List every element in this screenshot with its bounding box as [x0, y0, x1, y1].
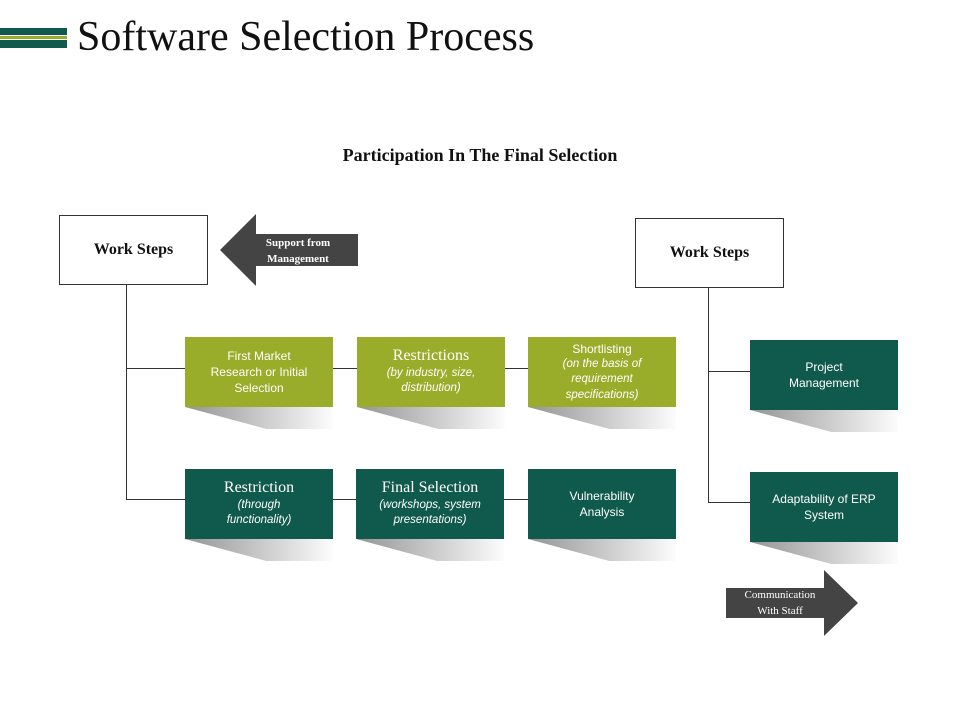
work-steps-left-label: Work Steps: [93, 241, 174, 258]
card-restrictions: Restrictions (by industry, size, distrib…: [357, 337, 505, 407]
row2-link-1: [333, 499, 356, 500]
right-trunk-line: [708, 287, 709, 503]
card-first-market-research: First Market Research or Initial Selecti…: [185, 337, 333, 407]
accent-bar-olive: [0, 36, 67, 39]
support-arrow-label: Support from Management: [265, 237, 331, 265]
row1-link-1: [333, 368, 357, 369]
card-shadow: [750, 542, 898, 564]
communication-arrow-label: Communication With Staff: [744, 589, 816, 617]
card-adaptability-erp: Adaptability of ERP System: [750, 472, 898, 542]
diagram-subtitle: Participation In The Final Selection: [342, 145, 618, 165]
card-shadow: [185, 539, 333, 561]
work-steps-left-box: Work Steps: [59, 215, 208, 285]
work-steps-right-box: Work Steps: [635, 218, 784, 288]
left-trunk-line: [126, 284, 127, 500]
card-shadow: [528, 407, 676, 429]
card-project-management: Project Management: [750, 340, 898, 410]
card-final-selection: Final Selection (workshops, system prese…: [356, 469, 504, 539]
card-vulnerability-analysis: Vulnerability Analysis: [528, 469, 676, 539]
accent-bar-green-lower: [0, 40, 67, 48]
work-steps-right-label: Work Steps: [669, 244, 750, 261]
card-shadow: [356, 539, 504, 561]
communication-arrow-right-icon: [726, 570, 858, 636]
row2-link-2: [504, 499, 528, 500]
card-shadow: [750, 410, 898, 432]
left-branch-row2: [126, 499, 186, 500]
left-branch-row1: [126, 368, 186, 369]
card-shadow: [528, 539, 676, 561]
card-shortlisting: Shortlisting (on the basis of requiremen…: [528, 337, 676, 407]
accent-bar-green: [0, 28, 67, 35]
card-shadow: [357, 407, 505, 429]
page-title: Software Selection Process: [77, 14, 535, 60]
row1-link-2: [505, 368, 528, 369]
card-shadow: [185, 407, 333, 429]
right-branch-1: [708, 371, 750, 372]
support-arrow-left-icon: [220, 214, 358, 286]
right-branch-2: [708, 502, 750, 503]
card-restriction-functionality: Restriction (through functionality): [185, 469, 333, 539]
